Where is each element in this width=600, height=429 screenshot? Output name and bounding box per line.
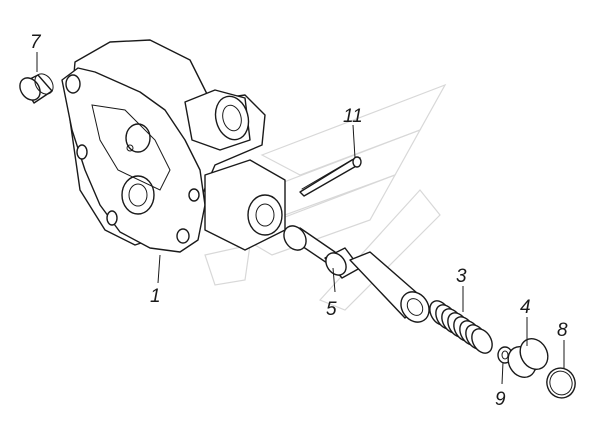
leader-5 (332, 267, 336, 293)
part-8-o-ring (546, 367, 576, 399)
callout-5: 5 (326, 299, 337, 320)
part-1-pump-housing (61, 39, 286, 253)
part-5-valve-plunger (283, 225, 430, 323)
callout-7: 7 (30, 32, 42, 53)
leader-lines (36, 52, 565, 385)
part-4-cap (507, 337, 549, 379)
leader-9 (501, 361, 504, 385)
part-7-plug (19, 73, 54, 104)
callout-1: 1 (150, 286, 161, 307)
leader-11 (352, 124, 356, 159)
callout-labels: 7 1 11 5 3 4 9 8 (30, 32, 568, 410)
leader-1 (157, 254, 161, 284)
callout-3: 3 (456, 266, 467, 287)
part-3-spring (429, 300, 493, 354)
callout-9: 9 (495, 389, 506, 410)
callout-11: 11 (343, 106, 363, 127)
callout-4: 4 (520, 297, 531, 318)
callout-8: 8 (557, 320, 568, 341)
part-11-cotter-pin (299, 156, 362, 197)
